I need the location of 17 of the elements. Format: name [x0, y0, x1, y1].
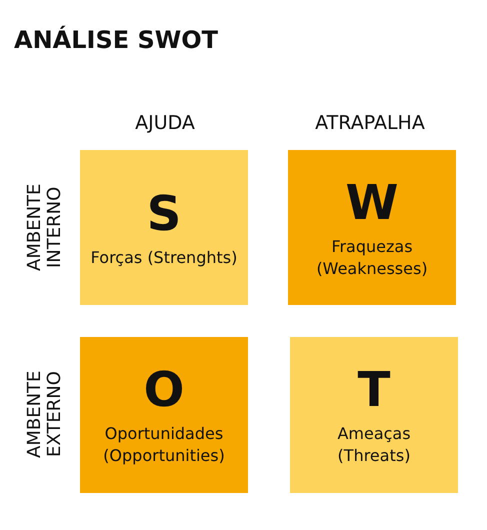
quadrant-box: [290, 337, 458, 493]
quadrant-box: [80, 337, 248, 493]
quadrant-label: Forças (Strenghts): [90, 246, 238, 268]
quadrant-label: Fraquezas (Weaknesses): [315, 236, 429, 280]
quadrant-letter: O: [144, 363, 184, 417]
quadrant-label: Oportunidades (Opportunities): [102, 423, 226, 467]
quadrant-letter: T: [358, 363, 390, 417]
row-header: AMBENTE EXTERNO: [25, 370, 65, 460]
quadrant-letter: S: [146, 186, 182, 240]
quadrant-label: Ameaças (Threats): [336, 423, 412, 467]
quadrant-letter: W: [346, 176, 398, 230]
row-header: AMBENTE INTERNO: [25, 182, 65, 274]
quadrant-box: [80, 150, 248, 305]
column-header: AJUDA: [135, 112, 195, 134]
column-header: ATRAPALHA: [315, 112, 425, 134]
title: ANÁLISE SWOT: [14, 26, 218, 54]
quadrant-box: [288, 150, 456, 305]
